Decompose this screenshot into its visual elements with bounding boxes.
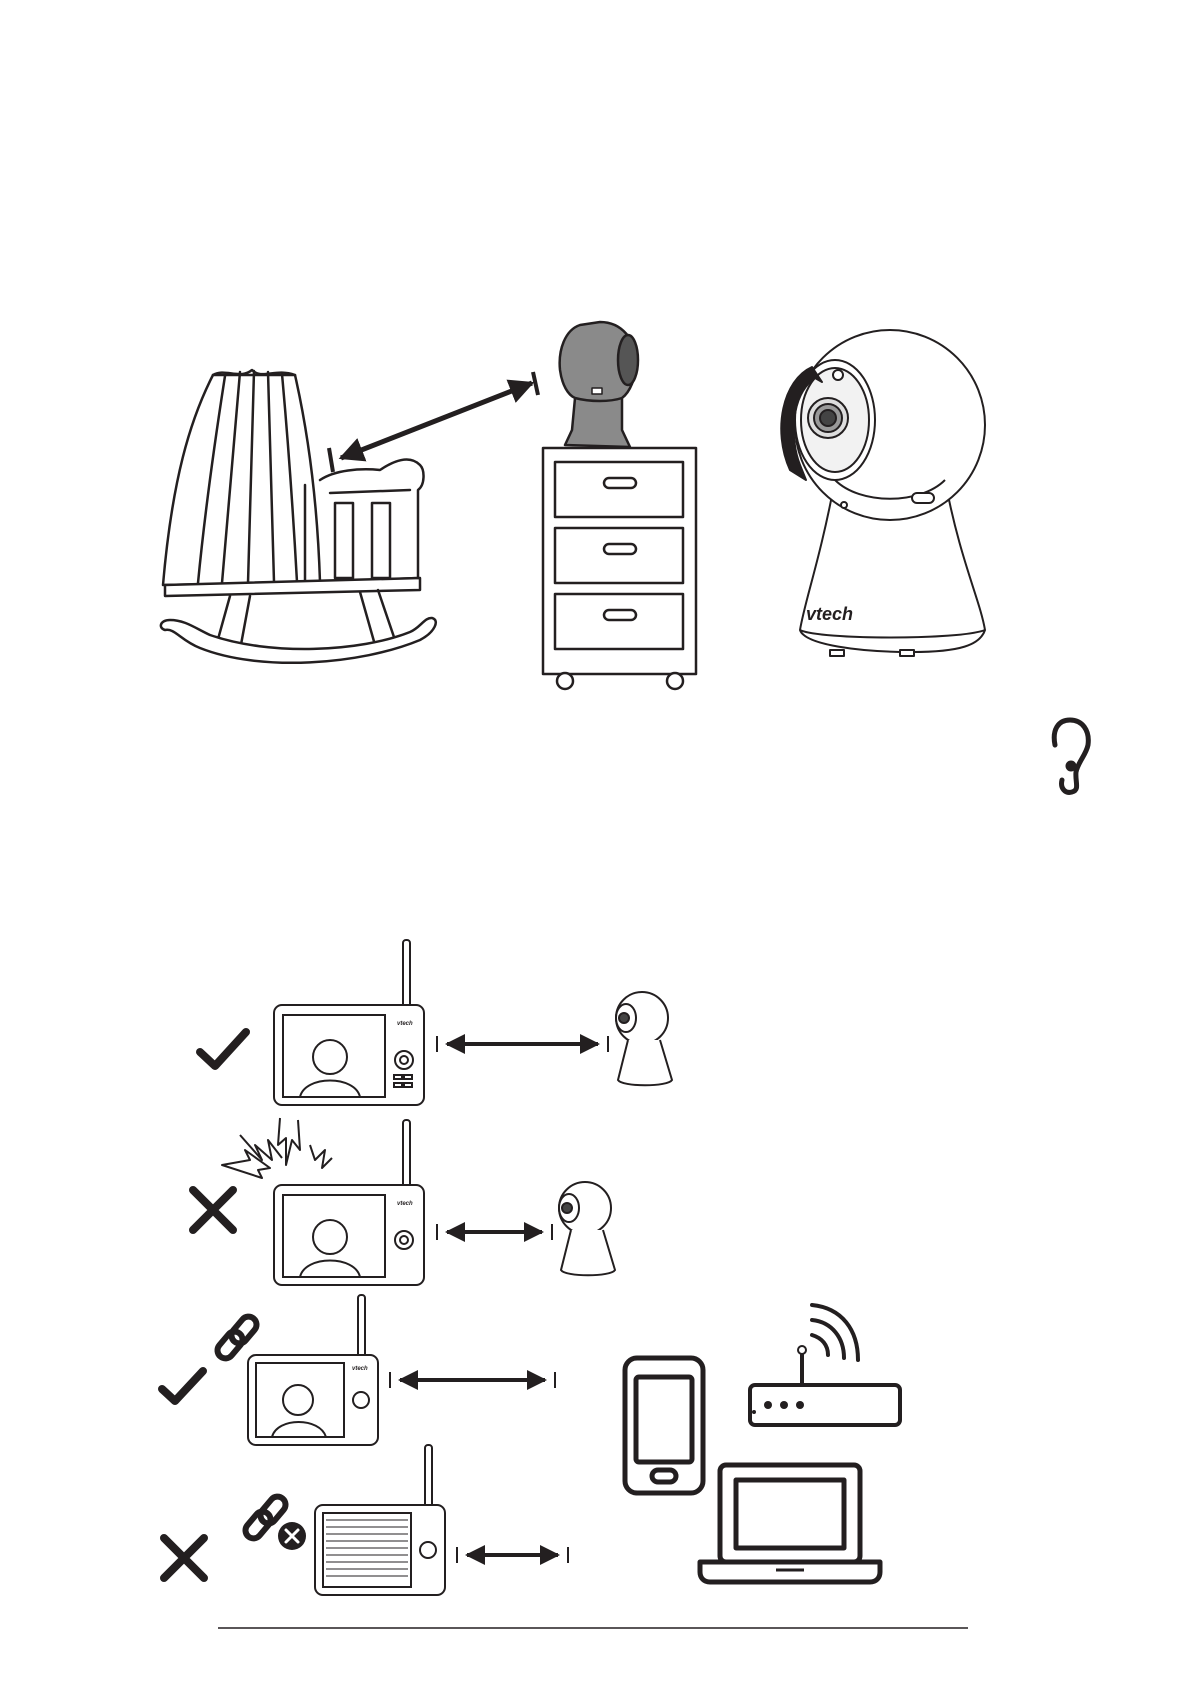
- camera-small: [559, 1182, 615, 1275]
- scenario-row-1: vtech: [200, 940, 672, 1105]
- vtech-logo-small: vtech: [352, 1366, 368, 1372]
- parent-unit-static: [315, 1445, 445, 1595]
- check-icon: [200, 1032, 246, 1066]
- vtech-logo-small: vtech: [397, 1021, 413, 1027]
- cross-icon: [193, 1190, 233, 1230]
- smartphone-icon: [625, 1358, 703, 1493]
- ear-icon: [1054, 720, 1088, 792]
- laptop-icon: [700, 1465, 880, 1582]
- link-icon: [214, 1313, 260, 1361]
- vtech-logo: vtech: [806, 604, 853, 624]
- distance-arrow: [329, 372, 538, 472]
- camera-on-cabinet: [543, 322, 696, 689]
- scenario-row-4: [164, 1445, 568, 1595]
- cradle-illustration: [161, 370, 436, 663]
- interference-icon: [222, 1118, 332, 1178]
- router-icon: [750, 1305, 900, 1425]
- scenario-row-2: vtech: [193, 1118, 615, 1285]
- check-icon: [162, 1371, 203, 1401]
- vtech-logo-small: vtech: [397, 1201, 413, 1207]
- cross-icon: [164, 1538, 204, 1578]
- unlink-icon: [242, 1493, 306, 1550]
- camera-small: [616, 992, 672, 1085]
- scenario-row-3: vtech: [162, 1295, 555, 1445]
